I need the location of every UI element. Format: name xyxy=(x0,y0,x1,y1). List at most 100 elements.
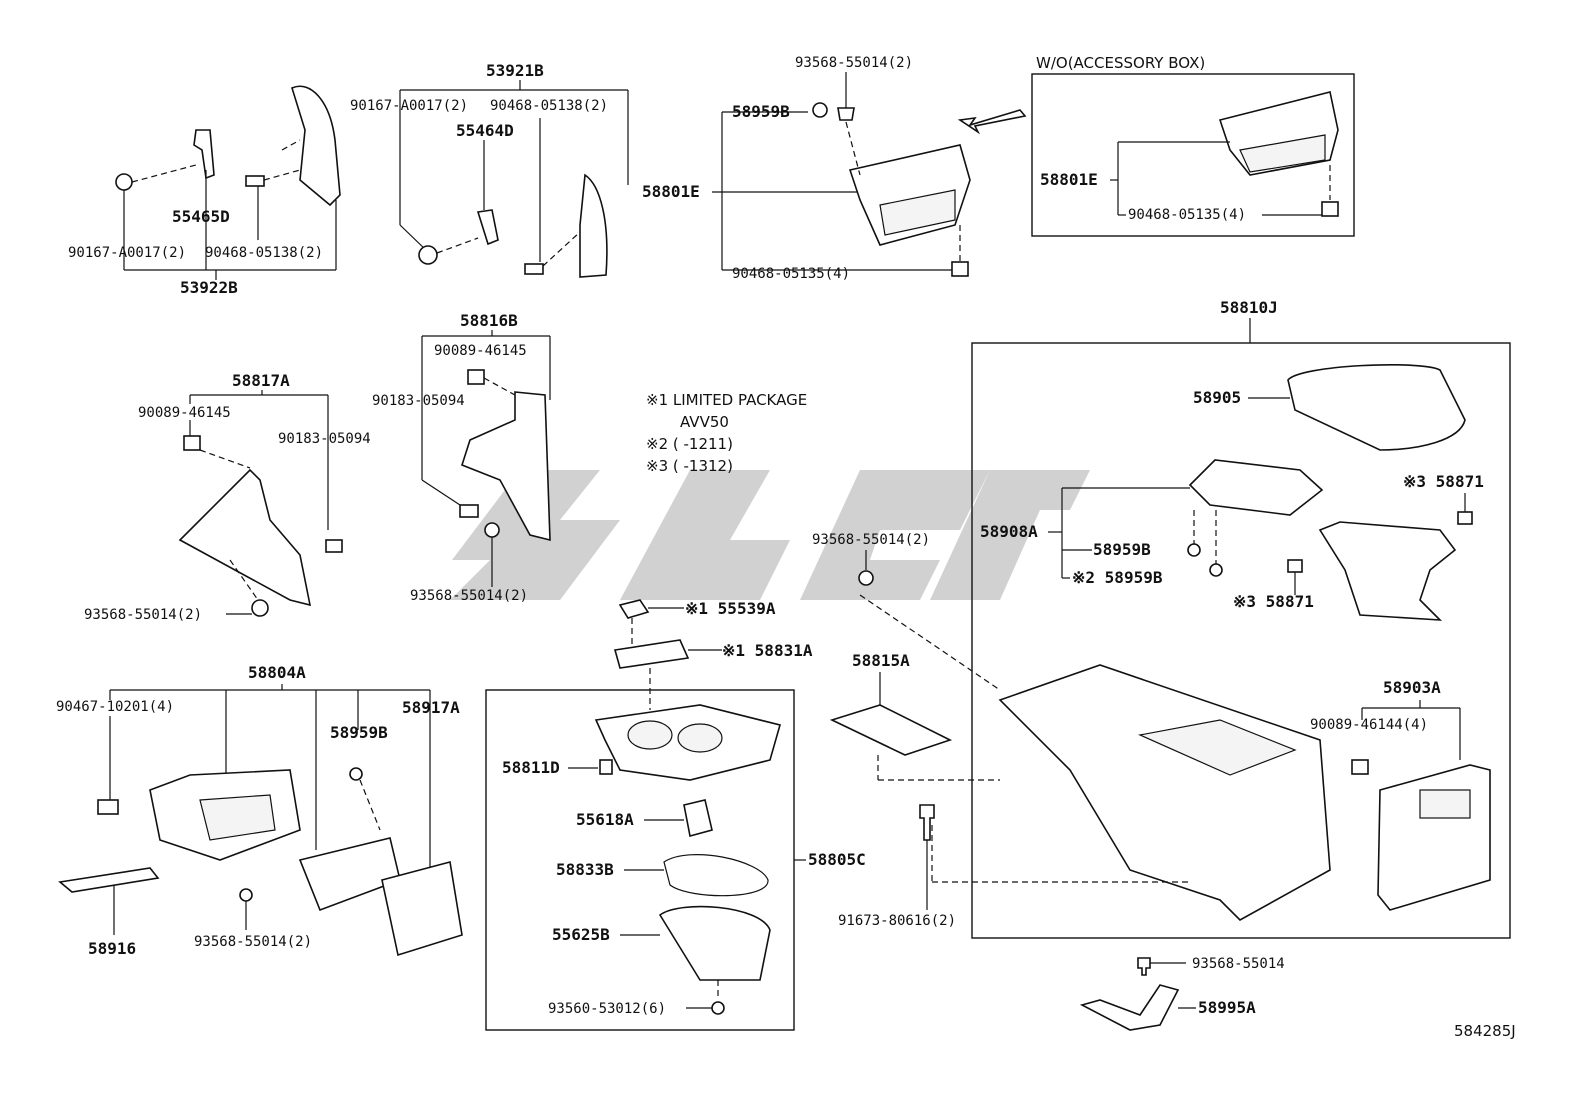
part-58815A-mat xyxy=(829,704,953,756)
label-58817A[interactable]: 58817A xyxy=(232,371,290,390)
note-2[interactable]: ※2 ( -1211) xyxy=(646,435,733,453)
notes-block: ※1 LIMITED PACKAGE AVV50 ※2 ( -1211) ※3 … xyxy=(646,391,807,475)
group-58810J: 58810J 58905 58908A 58959B ※2 58959B ※3 … xyxy=(971,298,1511,939)
label-90183-05094-mid[interactable]: 90183-05094 xyxy=(372,393,465,409)
clip-90089-46144-icon xyxy=(1351,759,1369,775)
label-90167-A0017-top[interactable]: 90167-A0017(2) xyxy=(350,98,468,114)
group-58801E: 93568-55014(2) 58959B 58801E 90468-05135… xyxy=(642,55,1027,282)
label-58811D[interactable]: 58811D xyxy=(502,758,560,777)
label-58810J[interactable]: 58810J xyxy=(1220,298,1278,317)
group-58804A: 58804A 90467-10201(4) 58959B 58917A 5891… xyxy=(56,663,463,958)
label-58804A[interactable]: 58804A xyxy=(248,663,306,682)
label-53921B[interactable]: 53921B xyxy=(486,61,544,80)
label-58815A[interactable]: 58815A xyxy=(852,651,910,670)
label-93568-55014-c[interactable]: 93568-55014(2) xyxy=(812,532,930,548)
clip-90468-05135-wo-icon xyxy=(1321,201,1339,217)
label-90468-05135-main[interactable]: 90468-05135(4) xyxy=(732,266,850,282)
group-58817A: 58817A 90089-46145 90183-05094 93568-550… xyxy=(84,371,371,623)
group-55539A-58831A: ※1 55539A ※1 58831A xyxy=(613,599,813,710)
label-58801E-wo[interactable]: 58801E xyxy=(1040,170,1098,189)
group-91673-80616: 91673-80616(2) xyxy=(838,804,1190,929)
diagram-code: 584285J xyxy=(1454,1022,1516,1040)
label-55625B[interactable]: 55625B xyxy=(552,925,610,944)
label-58916[interactable]: 58916 xyxy=(88,939,136,958)
note-1[interactable]: ※1 LIMITED PACKAGE xyxy=(646,391,807,409)
label-93560-53012[interactable]: 93560-53012(6) xyxy=(548,1001,666,1017)
label-58805C[interactable]: 58805C xyxy=(808,850,866,869)
part-58903A-vent xyxy=(1377,764,1491,911)
part-58817A-panel xyxy=(178,468,312,607)
label-58905[interactable]: 58905 xyxy=(1193,388,1241,407)
label-91673-80616[interactable]: 91673-80616(2) xyxy=(838,913,956,929)
part-55625B-cup xyxy=(658,905,771,981)
part-53921B-panel xyxy=(579,173,608,278)
screw-93568-55014-c-icon xyxy=(858,570,874,586)
part-58917A-cover xyxy=(381,861,463,957)
clip-90183-05094-left-icon xyxy=(325,539,343,553)
label-90183-05094-left[interactable]: 90183-05094 xyxy=(278,431,371,447)
frame-58810J xyxy=(971,342,1511,939)
label-55465D[interactable]: 55465D xyxy=(172,207,230,226)
clip-90467-10201-icon xyxy=(97,799,119,815)
part-58905-lid xyxy=(1287,364,1466,451)
label-55618A[interactable]: 55618A xyxy=(576,810,634,829)
label-58959B-c[interactable]: 58959B xyxy=(330,723,388,742)
clip-58959B-top-icon xyxy=(812,102,828,118)
part-58917A-grille xyxy=(298,837,401,912)
note-3[interactable]: ※3 ( -1312) xyxy=(646,457,733,475)
label-58831A[interactable]: ※1 58831A xyxy=(722,641,813,660)
screw-93568-55014-mid-icon xyxy=(484,522,500,538)
clip-58959B-c-icon xyxy=(349,767,363,781)
part-58816B-panel xyxy=(461,391,551,542)
label-58833B[interactable]: 58833B xyxy=(556,860,614,879)
label-58871-b[interactable]: ※3 58871 xyxy=(1233,592,1314,611)
label-90468-05138-top[interactable]: 90468-05138(2) xyxy=(490,98,608,114)
label-90467-10201[interactable]: 90467-10201(4) xyxy=(56,699,174,715)
part-55465D-bracket xyxy=(193,129,215,180)
label-58917A[interactable]: 58917A xyxy=(402,698,460,717)
label-93568-55014-mid[interactable]: 93568-55014(2) xyxy=(410,588,528,604)
label-90089-46145-left[interactable]: 90089-46145 xyxy=(138,405,231,421)
label-55464D[interactable]: 55464D xyxy=(456,121,514,140)
label-93568-55014-single[interactable]: 93568-55014 xyxy=(1192,956,1285,972)
label-90089-46144[interactable]: 90089-46144(4) xyxy=(1310,717,1428,733)
clip-58959B-a-icon xyxy=(1187,543,1201,557)
label-90167-A0017-bot[interactable]: 90167-A0017(2) xyxy=(68,245,186,261)
part-53922B-panel xyxy=(291,85,341,207)
label-53922B[interactable]: 53922B xyxy=(180,278,238,297)
clip-90468-05138-top-icon xyxy=(524,263,544,275)
group-58805C: 58811D 55618A 58833B 55625B 93560-53012(… xyxy=(485,689,866,1031)
label-93568-55014-left[interactable]: 93568-55014(2) xyxy=(84,607,202,623)
label-58903A[interactable]: 58903A xyxy=(1383,678,1441,697)
screw-93568-55014-single-icon xyxy=(1137,957,1151,976)
label-58959B-a[interactable]: 58959B xyxy=(1093,540,1151,559)
clip-90089-46145-mid-icon xyxy=(467,369,485,385)
note-1-sub[interactable]: AVV50 xyxy=(680,413,729,431)
clip-90167-A0017-top-icon xyxy=(418,245,438,265)
part-58810J-console xyxy=(998,664,1331,921)
label-58959B-b[interactable]: ※2 58959B xyxy=(1072,568,1163,587)
label-90468-05138-bot[interactable]: 90468-05138(2) xyxy=(205,245,323,261)
label-58816B[interactable]: 58816B xyxy=(460,311,518,330)
clip-58871-a-icon xyxy=(1457,511,1473,525)
label-58995A[interactable]: 58995A xyxy=(1198,998,1256,1017)
label-58871-a[interactable]: ※3 58871 xyxy=(1403,472,1484,491)
clip-90167-A0017-icon xyxy=(115,173,133,191)
screw-93560-53012-icon xyxy=(711,1001,725,1015)
label-58801E-main[interactable]: 58801E xyxy=(642,182,700,201)
screw-93568-55014-top-icon xyxy=(837,107,855,121)
part-55464D-bracket xyxy=(476,209,499,246)
label-wo-accessory-box[interactable]: W/O(ACCESSORY BOX) xyxy=(1036,54,1205,72)
screw-93568-55014-left-icon xyxy=(251,599,269,617)
label-58908A[interactable]: 58908A xyxy=(980,522,1038,541)
label-93568-55014-top[interactable]: 93568-55014(2) xyxy=(795,55,913,71)
label-93568-55014-bot[interactable]: 93568-55014(2) xyxy=(194,934,312,950)
part-58871-tray xyxy=(1318,521,1457,621)
part-58995A-bracket xyxy=(1079,984,1180,1031)
label-90468-05135-wo[interactable]: 90468-05135(4) xyxy=(1128,207,1246,223)
clip-90089-46145-left-icon xyxy=(183,435,201,451)
label-55539A[interactable]: ※1 55539A xyxy=(685,599,776,618)
label-90089-46145-mid[interactable]: 90089-46145 xyxy=(434,343,527,359)
